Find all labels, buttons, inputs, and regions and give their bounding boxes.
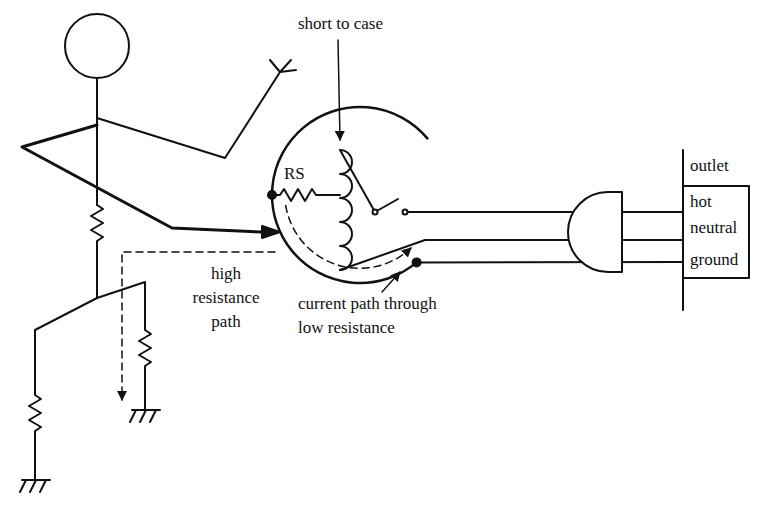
current-path [122,252,275,400]
leader-line [338,40,340,140]
right-arm [97,60,296,158]
left-arm [22,125,262,232]
plug [568,192,622,272]
ground-symbol [20,480,50,492]
part-label: outlet [690,154,729,178]
outlet-box [683,186,749,278]
resistor-symbol [91,205,103,298]
resistor-symbol [272,189,340,201]
terminal-label: neutral [690,216,737,240]
ground-symbol [130,410,160,422]
junction-dot [268,191,276,199]
terminal-label: hot [690,190,712,214]
current-path [286,205,411,268]
head [65,14,129,78]
switch-contact [403,210,408,215]
path-label: current path through low resistance [298,292,458,340]
hot-wire [340,150,683,212]
resistor-symbol [29,298,97,480]
component-label: RS [284,162,305,186]
resistor-symbol [97,282,151,410]
path-label: high resistance path [182,262,270,334]
terminal-label: ground [690,248,738,272]
neutral-wire [340,240,683,270]
leader-line [382,272,400,292]
appliance-case [272,107,427,283]
switch-pivot [373,210,378,215]
callout-label: short to case [298,12,383,36]
ground-wire [417,261,683,263]
